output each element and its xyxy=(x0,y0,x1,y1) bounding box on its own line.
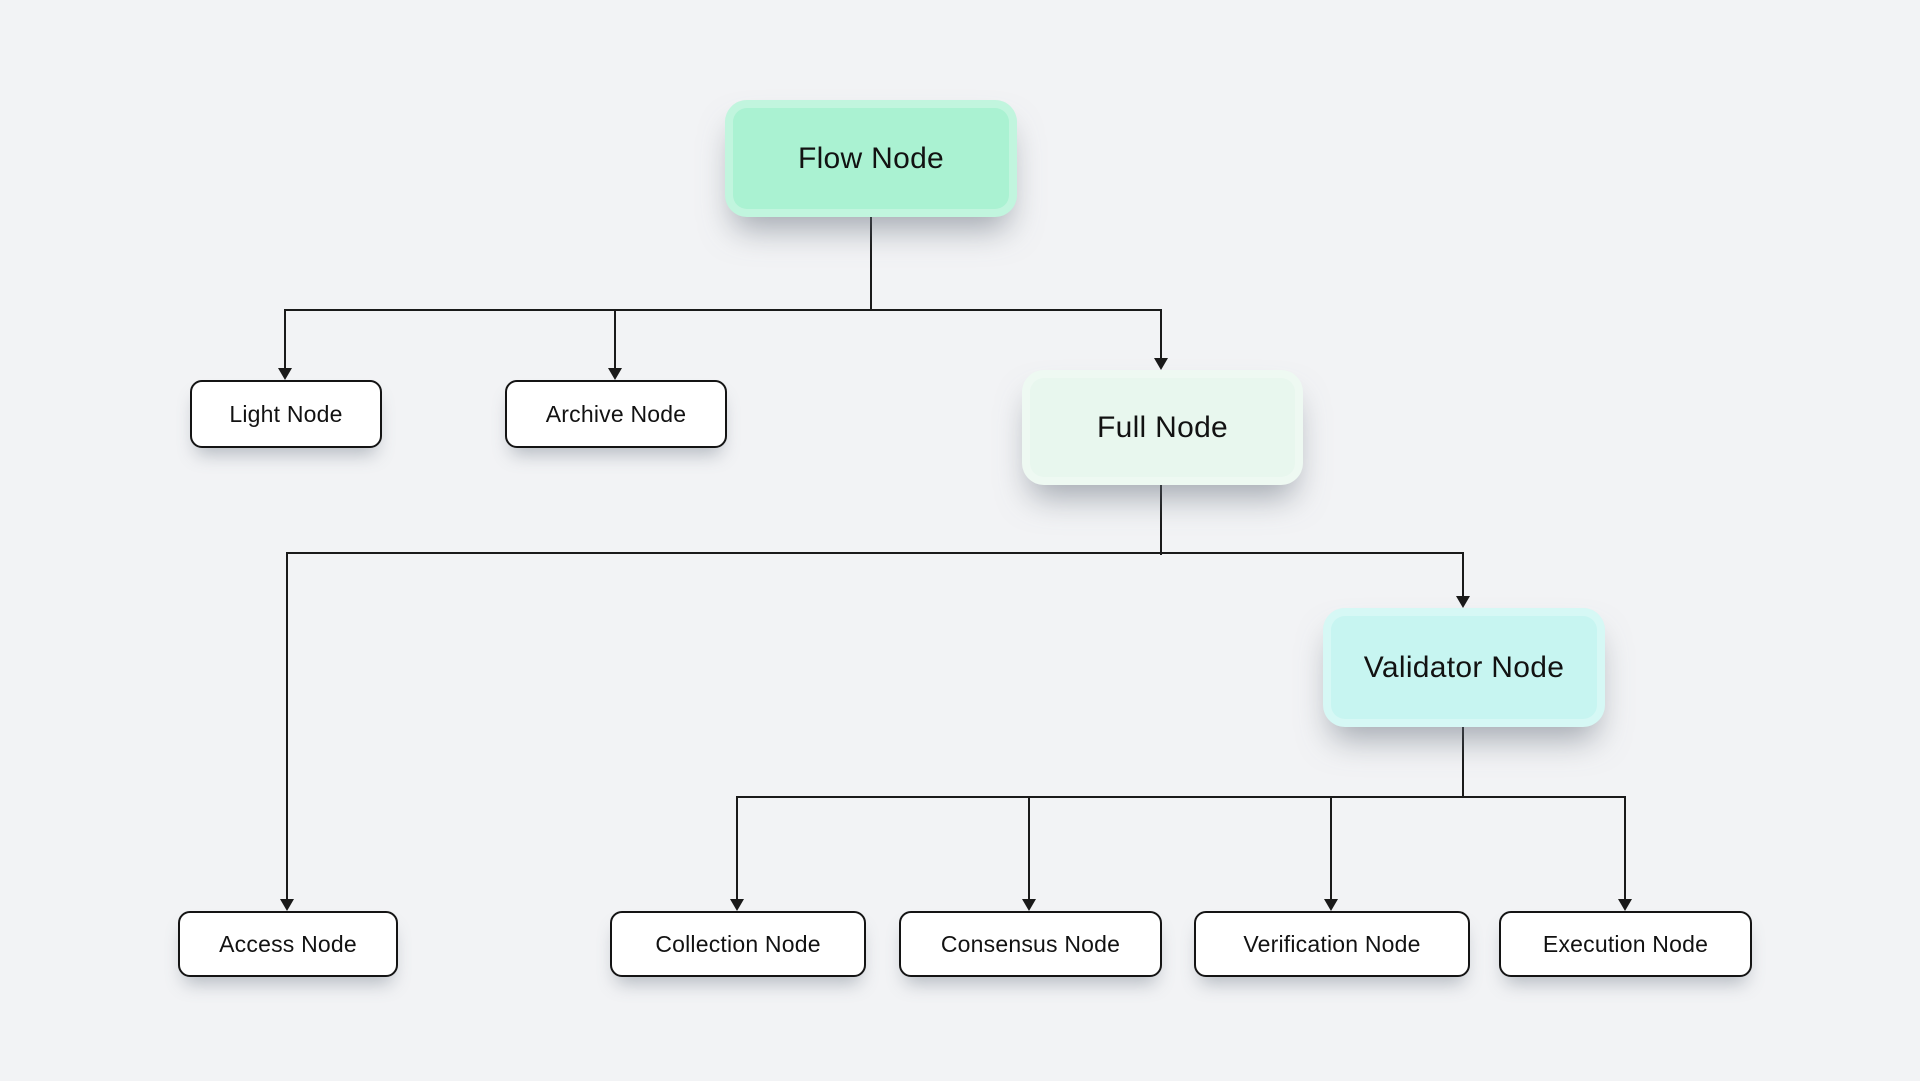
arrowhead-to-validator xyxy=(1456,596,1470,608)
connector-to-verification xyxy=(1330,796,1332,900)
connector-to-full xyxy=(1160,309,1162,359)
node-archive: Archive Node xyxy=(505,380,727,448)
node-collection: Collection Node xyxy=(610,911,866,977)
connector-full-stem xyxy=(1160,485,1162,555)
node-flow: Flow Node xyxy=(725,100,1017,217)
connector-to-consensus xyxy=(1028,796,1030,900)
arrowhead-to-full xyxy=(1154,358,1168,370)
node-full: Full Node xyxy=(1022,370,1303,485)
node-consensus: Consensus Node xyxy=(899,911,1162,977)
connector-flow-branch-bar xyxy=(284,309,1162,311)
arrowhead-to-light xyxy=(278,368,292,380)
connector-full-branch-bar xyxy=(286,552,1464,554)
connector-to-access xyxy=(286,552,288,900)
connector-to-validator xyxy=(1462,552,1464,598)
arrowhead-to-collection xyxy=(730,899,744,911)
arrowhead-to-execution xyxy=(1618,899,1632,911)
arrowhead-to-consensus xyxy=(1022,899,1036,911)
node-light: Light Node xyxy=(190,380,382,448)
node-execution: Execution Node xyxy=(1499,911,1752,977)
connector-validator-stem xyxy=(1462,727,1464,798)
connector-to-archive xyxy=(614,309,616,369)
connector-to-execution xyxy=(1624,796,1626,900)
arrowhead-to-access xyxy=(280,899,294,911)
connector-flow-stem xyxy=(870,217,872,311)
node-validator: Validator Node xyxy=(1323,608,1605,727)
node-verification: Verification Node xyxy=(1194,911,1470,977)
connector-validator-branch-bar xyxy=(736,796,1626,798)
node-access: Access Node xyxy=(178,911,398,977)
connector-to-light xyxy=(284,309,286,369)
arrowhead-to-verification xyxy=(1324,899,1338,911)
connector-to-collection xyxy=(736,796,738,900)
arrowhead-to-archive xyxy=(608,368,622,380)
